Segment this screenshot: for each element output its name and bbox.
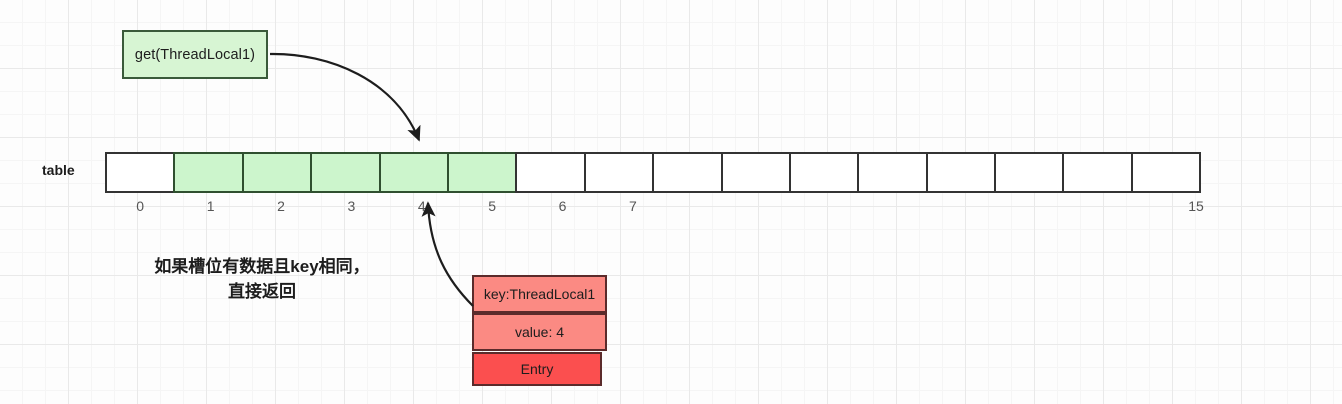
entry-value-label: value: 4 <box>514 324 565 340</box>
table-slot-10 <box>788 152 860 193</box>
table-slot-8 <box>652 152 723 193</box>
table-index-7: 7 <box>629 198 637 214</box>
table-index-13 <box>1020 198 1090 214</box>
table-index-4: 4 <box>417 198 426 214</box>
entry-key-box: key:ThreadLocal1 <box>472 275 607 313</box>
annotation-note-line-1: 如果槽位有数据且key相同， <box>154 257 370 276</box>
table-index-6: 6 <box>558 198 567 214</box>
table-slot-7 <box>583 152 655 193</box>
table-slots <box>105 152 1202 193</box>
table-slot-9 <box>720 152 791 193</box>
annotation-note-line-2: 直接返回 <box>228 281 296 301</box>
entry-value-box: value: 4 <box>472 313 607 351</box>
table-slot-15 <box>1130 152 1202 193</box>
table-slot-0 <box>105 152 176 193</box>
table-index-10 <box>809 198 879 214</box>
table-index-9 <box>739 198 809 214</box>
table-index-12 <box>950 198 1020 214</box>
table-index-15: 15 <box>1188 198 1204 214</box>
table-index-1: 1 <box>206 198 215 214</box>
table-slot-12 <box>925 152 997 193</box>
entry-key-label: key:ThreadLocal1 <box>483 286 596 302</box>
entry-type-box: Entry <box>472 352 602 386</box>
table-slot-4 <box>378 152 449 193</box>
table-index-3: 3 <box>347 198 356 214</box>
table-slot-2 <box>241 152 313 193</box>
table-index-8 <box>668 198 738 214</box>
table-index-labels: 0 1 2 3 4 5 6 7 15 <box>105 198 1231 214</box>
table-slot-11 <box>857 152 928 193</box>
table-index-11 <box>879 198 949 214</box>
table-index-0: 0 <box>136 198 145 214</box>
table-slot-6 <box>515 152 586 193</box>
annotation-note: 如果槽位有数据且key相同， 直接返回 <box>122 255 402 304</box>
get-call-label: get(ThreadLocal1) <box>134 46 256 63</box>
table-label: table <box>42 162 75 178</box>
arrow-entry-to-slot4 <box>421 201 474 307</box>
table-index-14 <box>1090 198 1160 214</box>
table-slot-13 <box>994 152 1065 193</box>
table-slot-3 <box>310 152 381 193</box>
table-slot-14 <box>1062 152 1133 193</box>
get-call-box: get(ThreadLocal1) <box>122 30 268 79</box>
arrow-get-to-slot4 <box>269 52 421 142</box>
table-slot-1 <box>173 152 244 193</box>
table-slot-5 <box>446 152 518 193</box>
entry-type-label: Entry <box>520 361 554 377</box>
table-index-5: 5 <box>488 198 497 214</box>
table-index-2: 2 <box>277 198 285 214</box>
